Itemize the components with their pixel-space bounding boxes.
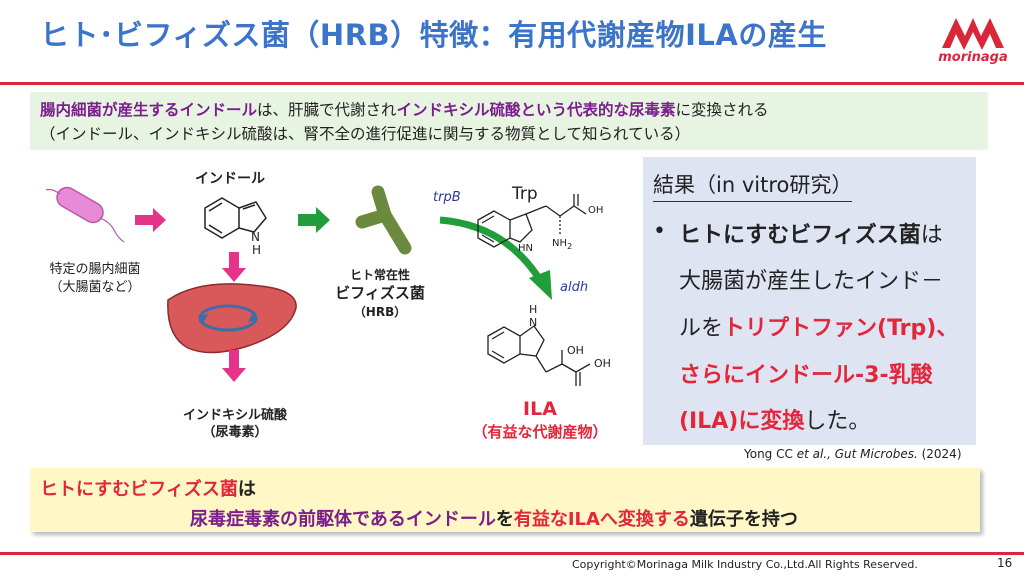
result-line: ルをトリプトファン(Trp)、 bbox=[679, 310, 958, 342]
result-line: 大腸菌が産生したインド－ bbox=[679, 263, 943, 295]
result-text: さらにインドール-3-乳酸 bbox=[679, 363, 933, 388]
intro-text: 腸内細菌が産生するインドール bbox=[40, 101, 258, 119]
result-text: した。 bbox=[804, 409, 871, 434]
summary-text: は bbox=[237, 479, 256, 500]
result-text: 大腸菌が産生したインド－ bbox=[679, 269, 944, 294]
hrb-label: （HRB） bbox=[353, 305, 407, 319]
trp-nh2: NH2 bbox=[552, 238, 572, 251]
summary-box: ヒトにすむビフィズス菌は 尿毒症毒素の前駆体であるインドールを有益なILAへ変換… bbox=[30, 468, 980, 532]
bacterium-icon bbox=[45, 186, 125, 243]
ila-h: H bbox=[529, 303, 538, 316]
arrow-curve-green bbox=[439, 216, 543, 282]
result-text: トリプトファン(Trp)、 bbox=[723, 316, 959, 341]
arrow-right-pink bbox=[135, 208, 166, 232]
copyright-text: Copyright©Morinaga Milk Industry Co.,Ltd… bbox=[572, 558, 918, 571]
hrb-label: ビフィズス菌 bbox=[335, 284, 425, 302]
indole-h: H bbox=[252, 243, 262, 257]
intro-text: は、肝臓で代謝され bbox=[257, 101, 397, 119]
trp-label: Trp bbox=[512, 184, 538, 204]
summary-text: 遺伝子を持つ bbox=[689, 509, 798, 530]
ila-oh: OH bbox=[594, 357, 611, 370]
result-line: (ILA)に変換した。 bbox=[679, 403, 870, 435]
arrow-right-green bbox=[298, 207, 330, 233]
result-bullet: • bbox=[653, 219, 666, 244]
arrow-down-pink bbox=[222, 350, 246, 382]
citation-authors: Yong CC bbox=[744, 447, 797, 461]
trp-nh-sub: 2 bbox=[567, 241, 573, 251]
summary-line-1: ヒトにすむビフィズス菌は bbox=[40, 475, 256, 501]
summary-line-2: 尿毒症毒素の前駆体であるインドールを有益なILAへ変換する遺伝子を持つ bbox=[190, 505, 798, 531]
gene-aldh-label: aldh bbox=[560, 280, 589, 295]
ila-n: N bbox=[529, 316, 538, 329]
trp-nh-text: NH bbox=[552, 238, 567, 249]
ila-sublabel: （有益な代謝産物） bbox=[472, 423, 608, 441]
gene-trpb-label: trpB bbox=[433, 190, 461, 205]
summary-text: ヒトにすむビフィズス菌 bbox=[40, 479, 238, 500]
page-title: ヒト･ビフィズス菌（HRB）特徴：有用代謝産物ILAの産生 bbox=[40, 18, 827, 52]
result-title: 結果（in vitro研究） bbox=[653, 169, 853, 202]
intro-line-2: （インドール、インドキシル硫酸は、腎不全の進行促進に関与する物質として知られてい… bbox=[40, 125, 691, 143]
ila-label: ILA bbox=[523, 398, 557, 420]
trp-structure bbox=[477, 194, 587, 248]
metabolism-diagram bbox=[45, 185, 591, 386]
result-text: は bbox=[920, 223, 943, 248]
header-rule bbox=[0, 82, 1024, 85]
indoxyl-sulfate-sublabel: （尿毒素） bbox=[202, 425, 268, 440]
summary-text: を bbox=[495, 509, 514, 530]
footer-rule bbox=[0, 552, 1024, 555]
bifidobacterium-icon bbox=[355, 185, 412, 255]
hrb-label: ヒト常在性 bbox=[349, 268, 410, 282]
result-box: 結果（in vitro研究） • ヒトにすむビフィズス菌は 大腸菌が産生したイン… bbox=[643, 157, 976, 445]
citation-journal: et al., Gut Microbes. bbox=[796, 447, 918, 461]
bacteria-label: （大腸菌など） bbox=[49, 280, 141, 295]
result-text: ヒトにすむビフィズス菌 bbox=[679, 223, 921, 248]
indoxyl-sulfate-label: インドキシル硫酸 bbox=[182, 408, 287, 423]
page-number: 16 bbox=[997, 556, 1013, 570]
citation: Yong CC et al., Gut Microbes. (2024) bbox=[744, 447, 962, 461]
arrow-curve-head bbox=[529, 270, 552, 300]
liver-icon bbox=[167, 283, 297, 354]
citation-year: (2024) bbox=[917, 447, 962, 461]
summary-text: 有益なILAへ変換する bbox=[513, 509, 690, 530]
intro-text: に変換される bbox=[675, 101, 769, 119]
arrow-down-pink bbox=[222, 252, 246, 282]
indole-n: N bbox=[251, 230, 260, 244]
result-text: ルを bbox=[679, 316, 724, 341]
result-line: さらにインドール-3-乳酸 bbox=[679, 357, 933, 389]
indole-label: インドール bbox=[195, 171, 265, 187]
ila-structure bbox=[487, 325, 591, 386]
indole-structure bbox=[204, 197, 267, 239]
result-line: ヒトにすむビフィズス菌は bbox=[679, 217, 943, 249]
ila-oh: OH bbox=[567, 344, 584, 357]
logo-text: morinaga bbox=[938, 50, 1008, 65]
summary-text: 尿毒症毒素の前駆体であるインドール bbox=[190, 509, 496, 530]
intro-text: インドキシル硫酸という代表的な尿毒素 bbox=[396, 101, 676, 119]
morinaga-logo bbox=[942, 18, 1004, 50]
intro-line-1: 腸内細菌が産生するインドールは、肝臓で代謝されインドキシル硫酸という代表的な尿毒… bbox=[40, 98, 769, 120]
trp-hn: HN bbox=[518, 243, 533, 254]
intro-box: 腸内細菌が産生するインドールは、肝臓で代謝されインドキシル硫酸という代表的な尿毒… bbox=[30, 92, 988, 150]
trp-oh: OH bbox=[588, 205, 604, 216]
result-text: (ILA)に変換 bbox=[679, 409, 805, 434]
bacteria-label: 特定の腸内細菌 bbox=[49, 262, 141, 277]
